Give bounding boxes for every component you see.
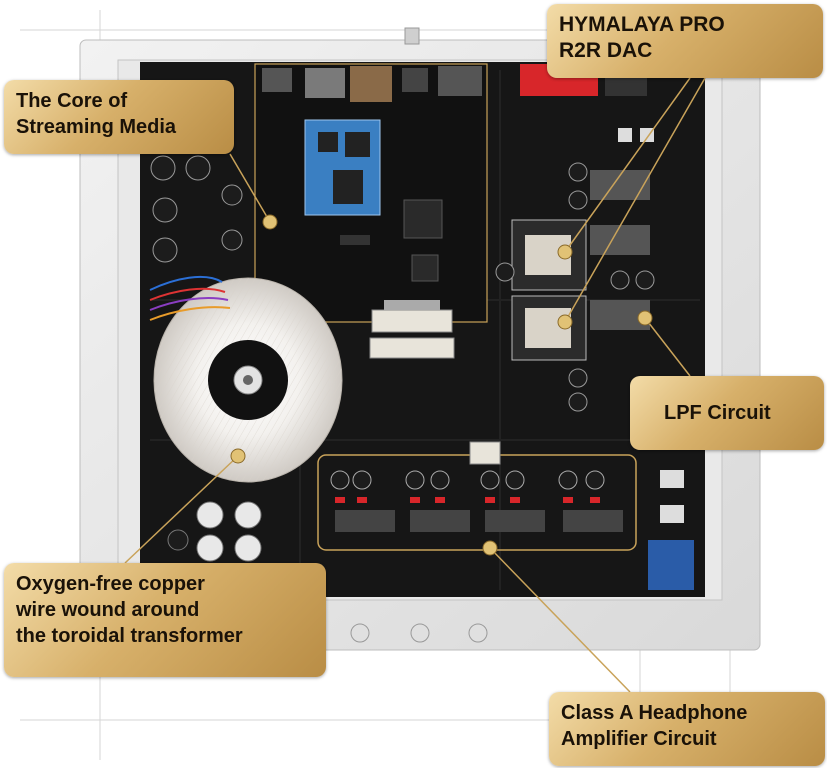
amplifier-section bbox=[317, 441, 637, 551]
capacitors-left bbox=[150, 155, 243, 263]
streaming-module bbox=[254, 63, 488, 323]
callout-dots bbox=[230, 214, 653, 556]
callout-lpf-circuit-line-1: LPF Circuit bbox=[664, 402, 771, 424]
callout-headphone-amplifier: Class A Headphone Amplifier Circuit bbox=[549, 692, 825, 766]
callout-streaming-core-line-1: The Core of bbox=[16, 90, 128, 112]
callout-toroidal-transformer: Oxygen-free copper wire wound around the… bbox=[4, 563, 326, 677]
callout-streaming-core-line-2: Streaming Media bbox=[16, 116, 177, 138]
callout-toroidal-line-3: the toroidal transformer bbox=[16, 625, 243, 647]
callout-headphone-amp-line-2: Amplifier Circuit bbox=[561, 728, 717, 750]
callout-r2r-dac: HYMALAYA PRO R2R DAC bbox=[547, 4, 823, 78]
callout-r2r-dac-line-1: HYMALAYA PRO bbox=[559, 13, 725, 36]
callout-streaming-core: The Core of Streaming Media bbox=[4, 80, 234, 154]
callout-headphone-amp-line-1: Class A Headphone bbox=[561, 702, 748, 724]
callout-toroidal-line-1: Oxygen-free copper bbox=[16, 573, 205, 595]
capacitors-bottom-left bbox=[167, 501, 262, 562]
callout-lpf-circuit: LPF Circuit bbox=[630, 376, 824, 450]
callout-toroidal-line-2: wire wound around bbox=[16, 599, 200, 621]
blue-relay bbox=[648, 470, 694, 590]
callout-pointers bbox=[124, 77, 706, 693]
toroidal-transformer bbox=[149, 275, 343, 483]
ribbon-connectors bbox=[369, 300, 455, 359]
lpf-components bbox=[495, 162, 655, 412]
callout-r2r-dac-line-2: R2R DAC bbox=[559, 39, 653, 62]
